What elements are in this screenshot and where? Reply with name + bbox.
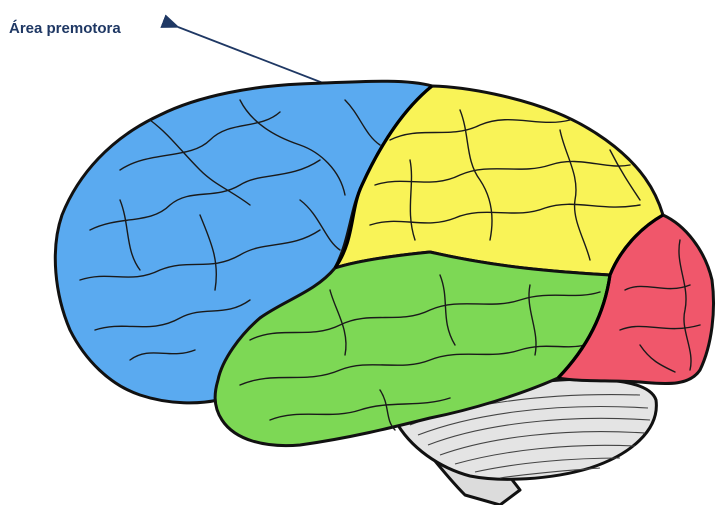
label-arrow — [178, 27, 336, 88]
